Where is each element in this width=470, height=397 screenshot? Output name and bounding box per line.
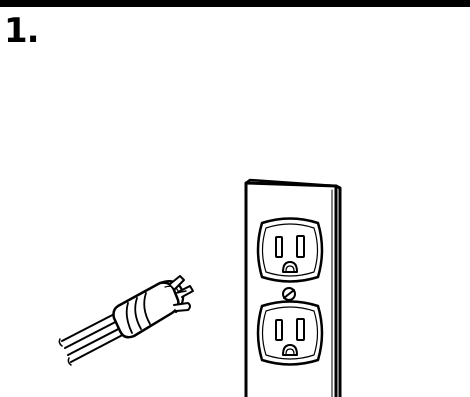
wall-outlet-icon bbox=[246, 180, 340, 397]
plate-screw bbox=[283, 288, 295, 300]
upper-receptacle bbox=[258, 219, 322, 282]
lower-receptacle bbox=[258, 302, 322, 365]
power-plug-icon bbox=[59, 276, 193, 365]
